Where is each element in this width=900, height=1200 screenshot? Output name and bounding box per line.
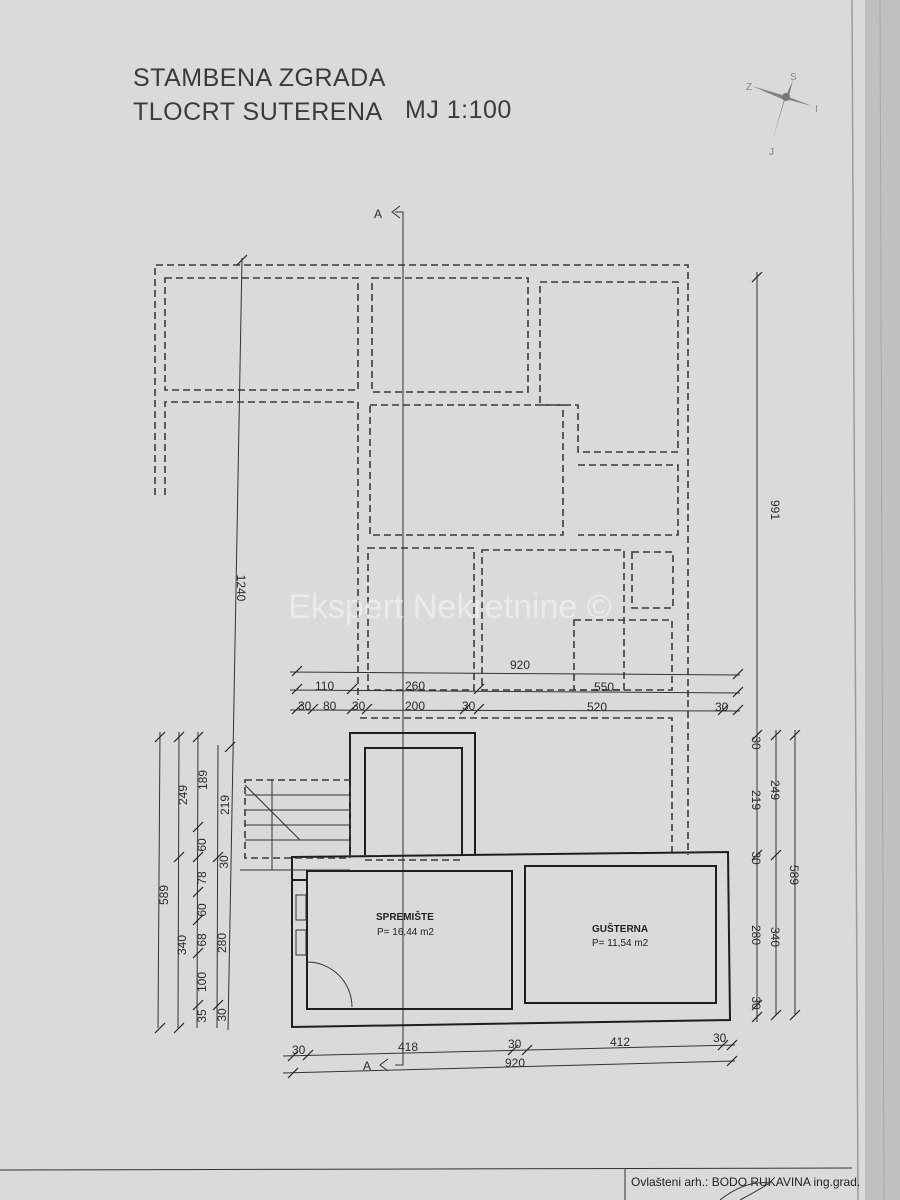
dim-left-219: 219 [218,795,232,815]
dim-left-189: 189 [196,770,210,790]
dim-right-991: 991 [768,500,782,520]
dim-top-80: 80 [323,699,337,713]
compass-rose-icon: S J I Z [746,72,818,158]
dim-top-520: 520 [587,700,607,714]
dim-bottom-418: 418 [398,1040,418,1054]
signature-icon [719,1182,772,1200]
dim-top-550: 550 [594,680,614,694]
dim-top-30a: 30 [298,699,312,713]
architect-name: Ovlašteni arh.: BODO RUKAVINA ing.grad. [631,1175,860,1189]
dim-left-249: 249 [176,785,190,805]
drawing-subtitle: TLOCRT SUTERENA [133,98,383,126]
dim-top-30c: 30 [462,699,476,713]
room-area-gusterna: P= 11,54 m2 [592,938,649,949]
dim-left-60a: 60 [195,838,209,852]
watermark: Ekspert Nekretnine © [288,588,612,626]
top-dimensions: 920 110 260 550 30 80 30 200 30 520 30 [289,658,744,716]
upper-floor-outline [154,264,689,855]
paper-sheet [0,0,865,1200]
dim-right-340: 340 [768,927,782,947]
title-block: Ovlašteni arh.: BODO RUKAVINA ing.grad. [0,1167,860,1200]
dim-right-589: 589 [787,865,801,885]
section-label-bottom: A [363,1059,371,1073]
dim-top-200: 200 [405,699,425,713]
dim-right-30b: 30 [749,851,763,865]
section-line-a: A A [363,205,404,1073]
compass-e: I [815,104,818,115]
bottom-dimensions: 30 418 30 412 30 920 [282,1031,738,1079]
dim-right-219: 219 [749,790,763,810]
dim-left-1240: 1240 [234,575,248,602]
dim-top-30d: 30 [715,700,729,714]
dim-right-249: 249 [768,780,782,800]
room-name-gusterna: GUŠTERNA [592,922,648,935]
dim-left-589: 589 [157,885,171,905]
door-swing-icon [306,961,353,1008]
left-dimensions: 589 249 340 189 60 78 60 68 100 35 219 3… [154,254,248,1034]
drawing-scale: MJ 1:100 [405,96,512,124]
right-dimensions: 991 30 219 30 280 30 249 340 589 [749,271,801,1023]
compass-n: S [790,72,797,83]
room-area-spremiste: P= 16,44 m2 [377,927,434,938]
section-label-top: A [374,207,382,221]
basement-walls [291,732,732,1029]
dim-left-30b: 30 [215,1008,229,1022]
dim-left-35: 35 [195,1009,209,1023]
dim-bottom-total: 920 [505,1056,525,1070]
dim-left-100: 100 [195,972,209,992]
frame-border [851,0,859,1200]
dim-left-280: 280 [215,933,229,953]
compass-w: Z [746,82,752,93]
dim-bottom-30b: 30 [508,1037,522,1051]
dim-left-30a: 30 [217,855,231,869]
dim-right-30a: 30 [749,736,763,750]
dim-bottom-30c: 30 [713,1031,727,1045]
dim-bottom-30a: 30 [292,1043,306,1057]
room-name-spremiste: SPREMIŠTE [376,910,434,923]
drawing-title: STAMBENA ZGRADA [133,64,386,92]
compass-s: J [769,147,774,158]
dim-top-260: 260 [405,679,425,693]
dim-left-340: 340 [175,935,189,955]
dim-left-68: 68 [195,933,209,947]
dim-top-110: 110 [315,679,334,693]
sheet-edge [879,0,885,1200]
dim-top-30b: 30 [352,699,366,713]
dim-left-78: 78 [195,871,209,885]
dim-top-total: 920 [510,658,530,672]
dim-right-30c: 30 [749,996,763,1010]
dim-left-60b: 60 [195,903,209,917]
stair-icon [240,779,351,871]
dim-bottom-412: 412 [610,1035,630,1049]
dim-right-280: 280 [749,925,763,945]
